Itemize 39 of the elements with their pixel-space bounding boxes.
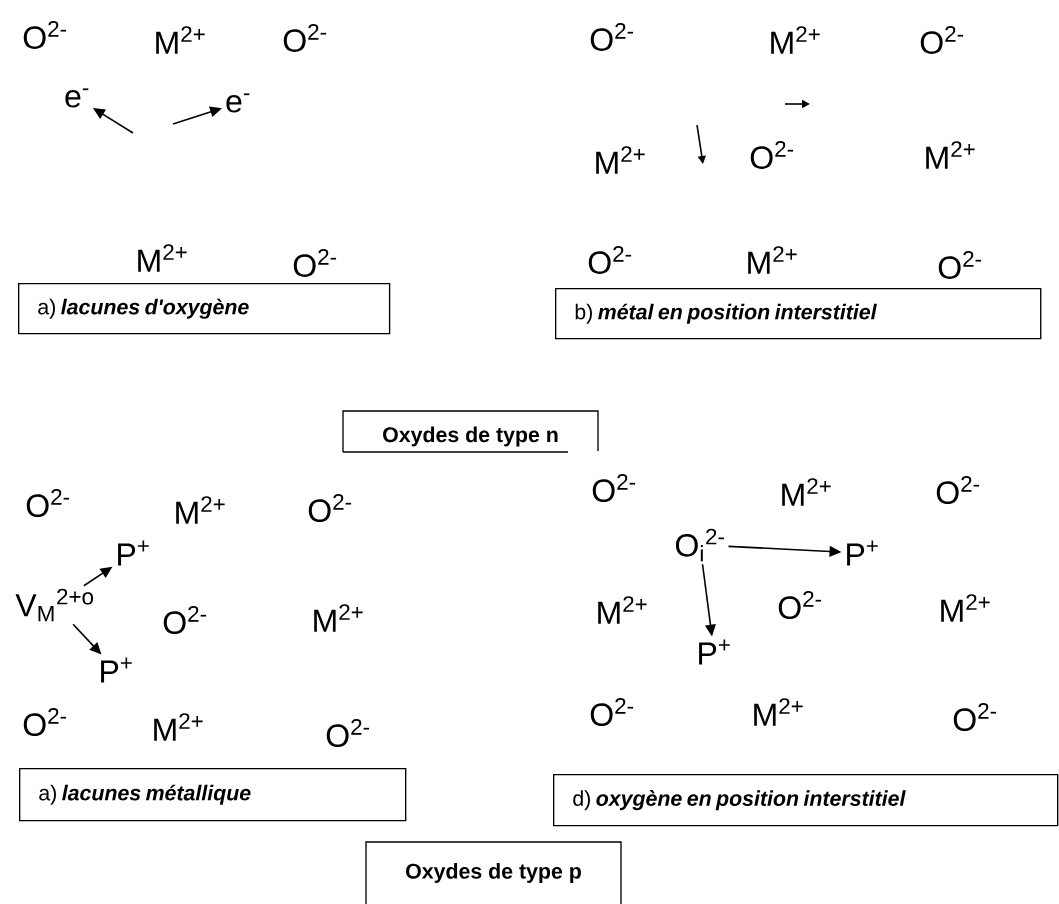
ion-label: O$_{i}$2- [675,528,724,562]
ion-label: e$^{-}$ [65,88,89,108]
ion-label: M$^{2+}$ [941,594,990,622]
ion-label: O$^{2-}$ [750,141,794,169]
heading-box: Oxydes de type p [365,841,622,904]
ion-label: O$^{2-}$ [592,474,636,502]
caption-box: a) lacunes d'oxygène [18,283,391,335]
ion-label: O$^{2-}$ [26,489,70,517]
ion-label: O$^{2-}$ [308,494,352,522]
ion-label: P$^{+}$ [847,540,878,566]
ion-label: O$^{2-}$ [23,708,67,736]
ion-label: O$^{2-}$ [590,698,634,726]
ion-label: M$^{2+}$ [754,698,803,726]
ion-label: O$^{2-}$ [920,26,964,54]
ion-label: O$^{2-}$ [23,21,67,49]
ion-label: M$^{2+}$ [596,146,645,174]
ion-label: M$^{2+}$ [176,496,225,524]
ion-label: M$^{2+}$ [156,26,205,54]
ion-label: O$^{2-}$ [936,476,980,504]
ion-label: P$^{+}$ [699,639,730,665]
ion-label: e$^{-}$ [226,93,250,113]
ion-label: O$^{2-}$ [283,24,327,52]
caption-box: b) métal en position interstitiel [555,288,1042,340]
ion-label: O$^{2-}$ [163,606,207,634]
ion-label: V$_{M}$2+o [15,588,94,622]
ion-label: O$^{2-}$ [590,23,634,51]
ion-label: P$^{+}$ [101,657,132,683]
ion-label: O$^{2-}$ [953,703,997,731]
ion-label: M$^{2+}$ [598,596,647,624]
ion-label: O$^{2-}$ [778,591,822,619]
heading-box: Oxydes de type n [342,410,599,453]
ion-label: M$^{2+}$ [771,26,820,54]
ion-label: M$^{2+}$ [314,604,363,632]
ion-label: P$^{+}$ [118,540,149,566]
ion-label: M$^{2+}$ [926,141,975,169]
caption-box: a) lacunes métallique [19,768,407,822]
caption-box: d) oxygène en position interstitiel [553,774,1059,827]
ion-label: O$^{2-}$ [326,719,370,747]
ion-label: M$^{2+}$ [782,478,831,506]
